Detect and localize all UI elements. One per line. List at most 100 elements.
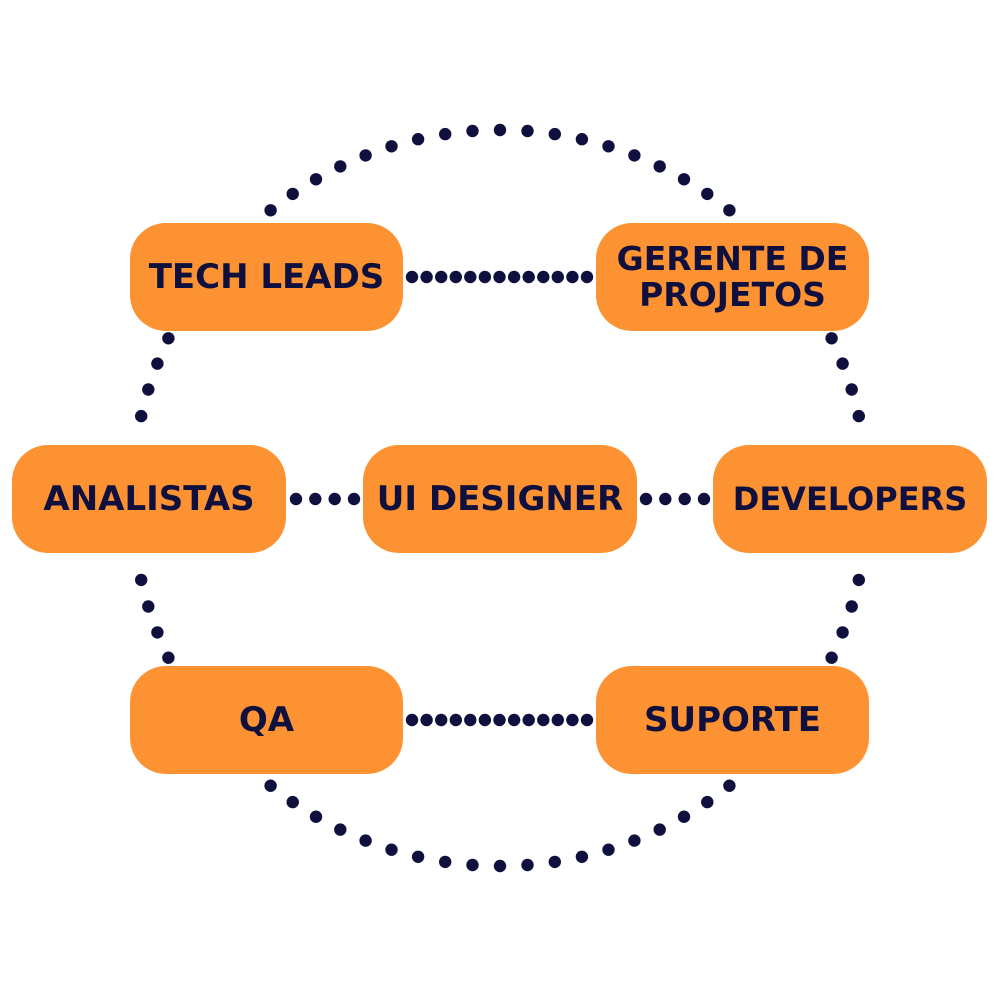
node-gerente-label-line2: PROJETOS (639, 275, 826, 314)
connector-dot-tech-leads-gerente (551, 270, 564, 284)
circle-dot (825, 332, 838, 345)
circle-dot (602, 140, 615, 153)
circle-dot (359, 834, 372, 847)
circle-dot (493, 123, 507, 137)
connector-dot-tech-leads-gerente (478, 270, 492, 284)
node-gerente-de-projetos: GERENTE DE PROJETOS (596, 223, 869, 331)
node-suporte: SUPORTE (596, 666, 869, 774)
circle-dot (334, 823, 347, 836)
connector-dot-qa-suporte (507, 713, 521, 727)
circle-dot (628, 149, 641, 162)
connector-dot-qa-suporte (478, 713, 492, 727)
circle-dot (845, 600, 858, 613)
connector-dot-qa-suporte (435, 713, 448, 727)
circle-dot (309, 810, 323, 823)
circle-dot (151, 626, 164, 639)
circle-dot (677, 810, 691, 823)
circle-dot (653, 160, 666, 173)
connector-dot-qa-suporte (449, 713, 462, 727)
circle-dot (653, 823, 666, 836)
circle-dot (521, 124, 534, 138)
connector-dot-tech-leads-gerente (522, 270, 535, 284)
circle-dot (142, 600, 155, 613)
circle-dot (309, 173, 323, 186)
circle-dot (852, 573, 865, 587)
node-analistas-label: ANALISTAS (43, 479, 255, 519)
circle-dot (135, 409, 148, 423)
circle-dot (466, 858, 479, 872)
connector-dot-qa-suporte (580, 713, 594, 727)
connector-dot-tech-leads-gerente (566, 270, 579, 284)
connector-dot-qa-suporte (493, 713, 506, 727)
circle-dot (701, 795, 714, 809)
circle-dot (142, 383, 155, 396)
circle-dot (135, 573, 148, 587)
circle-dot (602, 843, 615, 856)
circle-dot (852, 409, 865, 423)
connector-dot-qa-suporte (464, 713, 477, 727)
circle-dot (836, 626, 849, 639)
circle-dot (723, 779, 736, 792)
circle-dot (575, 850, 589, 863)
connector-dot-qa-suporte (537, 713, 550, 727)
connector-dot-tech-leads-gerente (449, 270, 462, 284)
circle-dot (264, 779, 277, 792)
connector-dot-tech-leads-gerente (420, 270, 433, 284)
circle-dot (359, 149, 372, 162)
node-developers-label: DEVELOPERS (732, 480, 968, 518)
connector-dot-ui-designer-developers (639, 492, 653, 506)
connector-dot-analistas-ui-designer (347, 492, 361, 506)
node-qa-label: QA (238, 700, 295, 740)
connector-dot-qa-suporte (566, 713, 579, 727)
circle-dot (493, 859, 507, 873)
node-ui-designer-label: UI DESIGNER (376, 479, 624, 519)
connector-dot-tech-leads-gerente (537, 270, 550, 284)
circle-dot (521, 858, 534, 872)
circle-dot (411, 133, 425, 146)
circle-dot (439, 127, 452, 141)
circle-dot (264, 204, 277, 217)
node-tech-leads: TECH LEADS (130, 223, 403, 331)
circle-dot (334, 160, 347, 173)
connector-dot-tech-leads-gerente (405, 270, 419, 284)
connector-dot-tech-leads-gerente (580, 270, 594, 284)
connector-dot-ui-designer-developers (697, 492, 711, 506)
node-developers: DEVELOPERS (713, 445, 987, 553)
circle-dot (439, 855, 452, 869)
circle-dot (836, 357, 849, 370)
connector-dot-tech-leads-gerente (493, 270, 506, 284)
circle-dot (723, 204, 736, 217)
connector-dot-analistas-ui-designer (289, 492, 303, 506)
node-analistas: ANALISTAS (12, 445, 286, 553)
connector-dot-qa-suporte (405, 713, 419, 727)
circle-dot (286, 795, 299, 809)
circle-dot (845, 383, 858, 396)
circle-dot (162, 651, 175, 664)
connector-dot-tech-leads-gerente (464, 270, 477, 284)
node-gerente-de-projetos-label: GERENTE DE PROJETOS (617, 241, 849, 313)
circle-dot (162, 332, 175, 345)
circle-dot (825, 651, 838, 664)
node-tech-leads-label: TECH LEADS (148, 257, 385, 297)
circle-dot (385, 843, 398, 856)
connector-dot-qa-suporte (420, 713, 433, 727)
connector-dot-analistas-ui-designer (328, 492, 341, 506)
connector-dot-analistas-ui-designer (309, 492, 322, 506)
node-ui-designer: UI DESIGNER (363, 445, 637, 553)
node-gerente-label-line1: GERENTE DE (616, 239, 849, 278)
node-suporte-label: SUPORTE (644, 700, 821, 740)
circle-dot (575, 133, 589, 146)
connector-dot-qa-suporte (522, 713, 535, 727)
circle-dot (701, 187, 714, 201)
circle-dot (628, 834, 641, 847)
circle-dot (466, 124, 479, 138)
circle-dot (548, 127, 561, 141)
circle-dot (548, 855, 561, 869)
circle-dot (385, 140, 398, 153)
connector-dot-tech-leads-gerente (507, 270, 521, 284)
connector-dot-tech-leads-gerente (435, 270, 448, 284)
circle-dot (286, 187, 299, 201)
connector-dot-qa-suporte (551, 713, 564, 727)
